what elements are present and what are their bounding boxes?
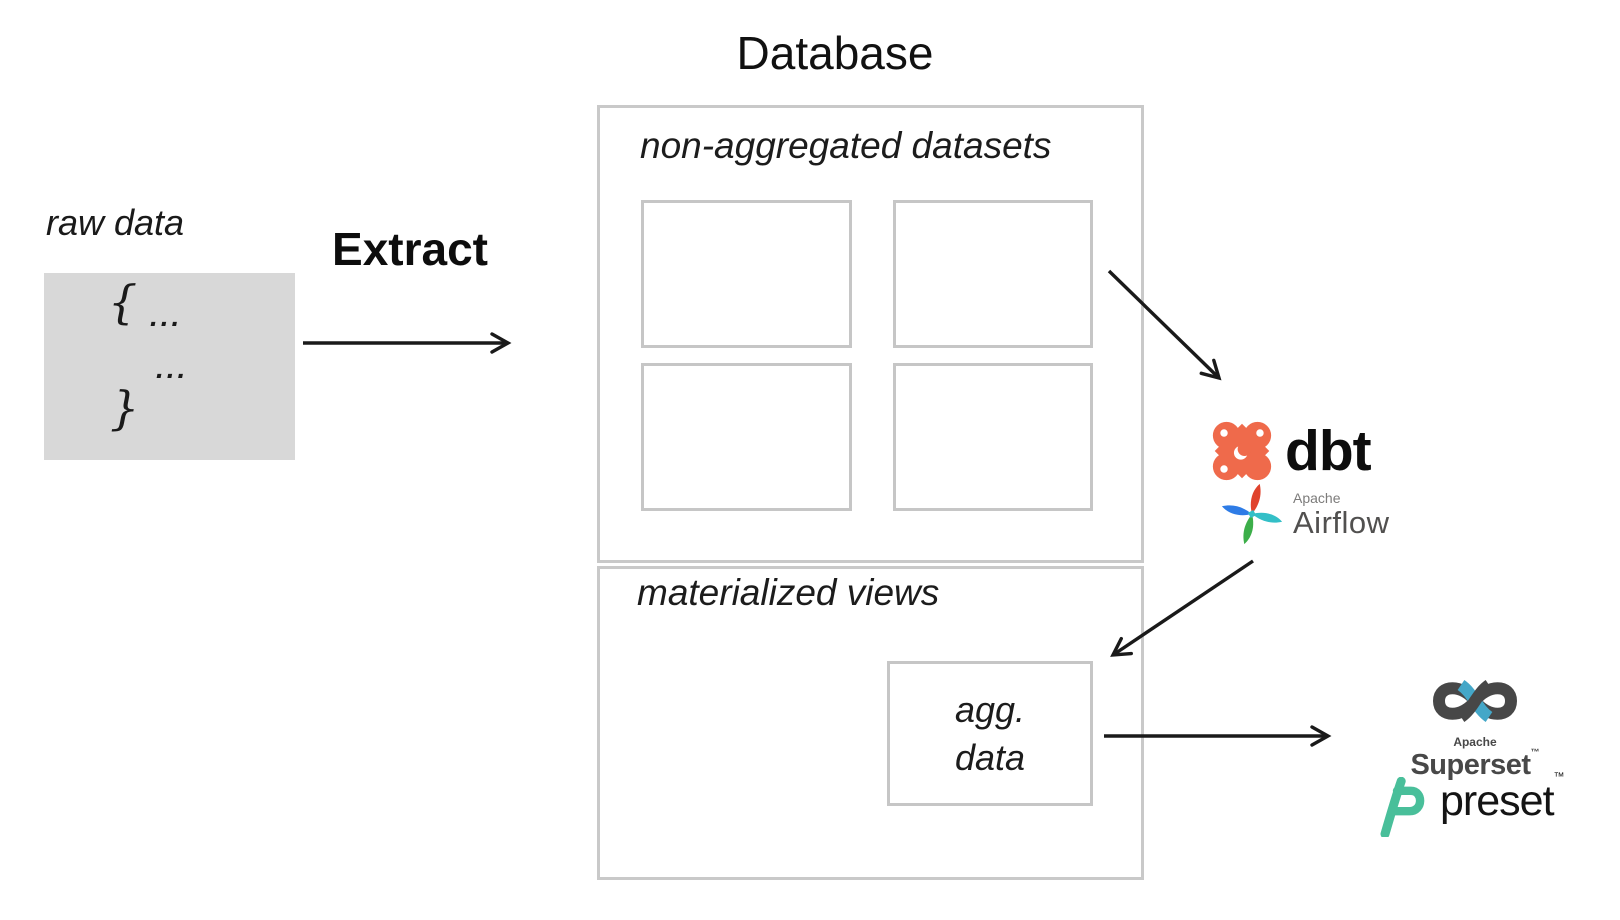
raw-data-box: { ... ... }: [44, 273, 295, 460]
raw-data-brace-close: }: [110, 381, 140, 435]
non-aggregated-datasets-label: non-aggregated datasets: [640, 125, 1052, 166]
dbt-logo: dbt: [1211, 419, 1391, 483]
dataset-box-3: [641, 363, 852, 511]
airflow-logo: Apache Airflow: [1219, 479, 1409, 549]
dbt-wordmark: dbt: [1285, 419, 1372, 483]
superset-apache-label: Apache: [1453, 735, 1497, 749]
raw-data-dots-2: ...: [156, 353, 189, 384]
raw-data-dots-1: ...: [150, 301, 183, 332]
superset-logo: Apache Superset™: [1395, 674, 1555, 782]
airflow-apache-label: Apache: [1293, 489, 1341, 506]
dataset-box-1: [641, 200, 852, 348]
database-title: Database: [736, 27, 934, 79]
dataset-box-2: [893, 200, 1093, 348]
extract-label: Extract: [332, 223, 488, 275]
agg-data-line2: data: [954, 736, 1026, 778]
superset-wordmark: Superset: [1410, 749, 1531, 781]
preset-logo: preset™: [1372, 771, 1565, 837]
dataset-box-4: [893, 363, 1093, 511]
preset-trademark: ™: [1553, 771, 1565, 783]
airflow-wordmark: Airflow: [1293, 504, 1390, 540]
agg-data-line1: agg.: [954, 688, 1026, 730]
superset-infinity-icon: [1432, 680, 1518, 722]
preset-wordmark: preset: [1440, 777, 1555, 825]
preset-p-icon: [1380, 777, 1425, 837]
airflow-pinwheel-icon: [1221, 483, 1283, 545]
superset-trademark: ™: [1530, 747, 1540, 757]
materialized-views-label: materialized views: [637, 572, 940, 613]
dbt-icon: [1212, 421, 1272, 481]
raw-data-label: raw data: [46, 202, 185, 243]
agg-data-box: agg. data: [887, 661, 1093, 806]
raw-data-brace-open: {: [108, 275, 138, 329]
